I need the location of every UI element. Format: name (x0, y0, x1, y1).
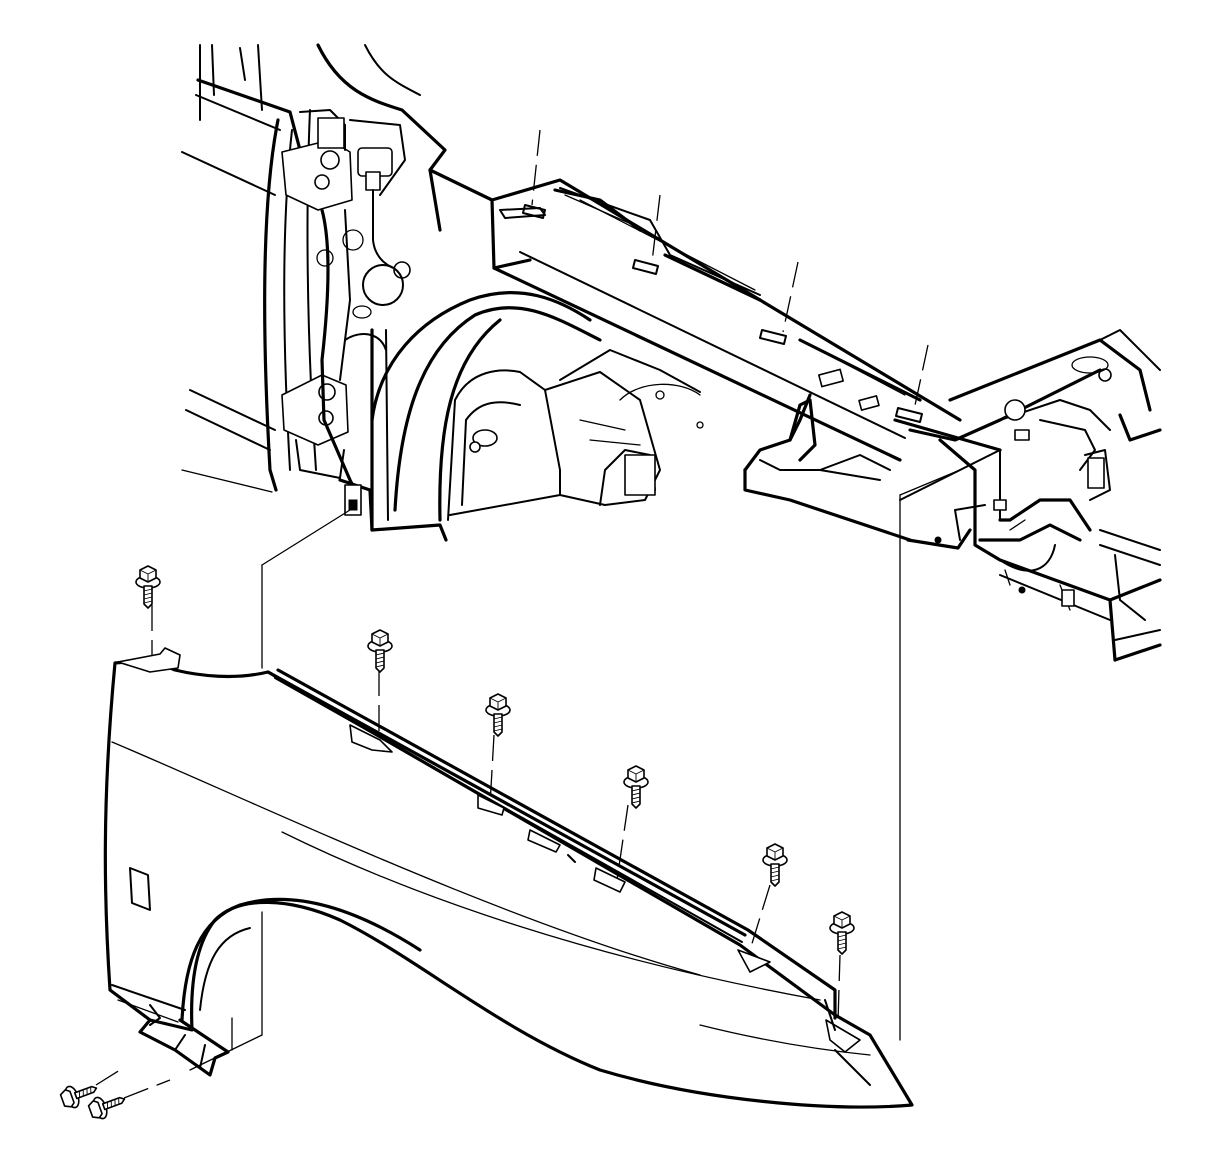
front-fender (103, 647, 914, 1109)
upper-door-hinge (281, 109, 353, 211)
fender-bolt-icon (135, 565, 161, 609)
hood-latch-cable-connector (357, 147, 411, 279)
fender-bolt-icon (485, 693, 511, 737)
fender-bolt-icon (829, 911, 855, 955)
lower-door-hinge (281, 374, 349, 479)
alignment-guides (95, 469, 961, 1099)
radiator-support (743, 329, 1162, 662)
upper-frame-rail (428, 168, 962, 462)
inner-wheelhouse (370, 291, 704, 522)
fender-bolt-icon (367, 629, 393, 673)
fender-bolt-icon (762, 843, 788, 887)
fender-bolt-icon (623, 765, 649, 809)
fender-bolts (58, 565, 855, 1123)
vehicle-body-structure (181, 43, 1162, 662)
fender-bolt-icon (86, 1087, 129, 1123)
